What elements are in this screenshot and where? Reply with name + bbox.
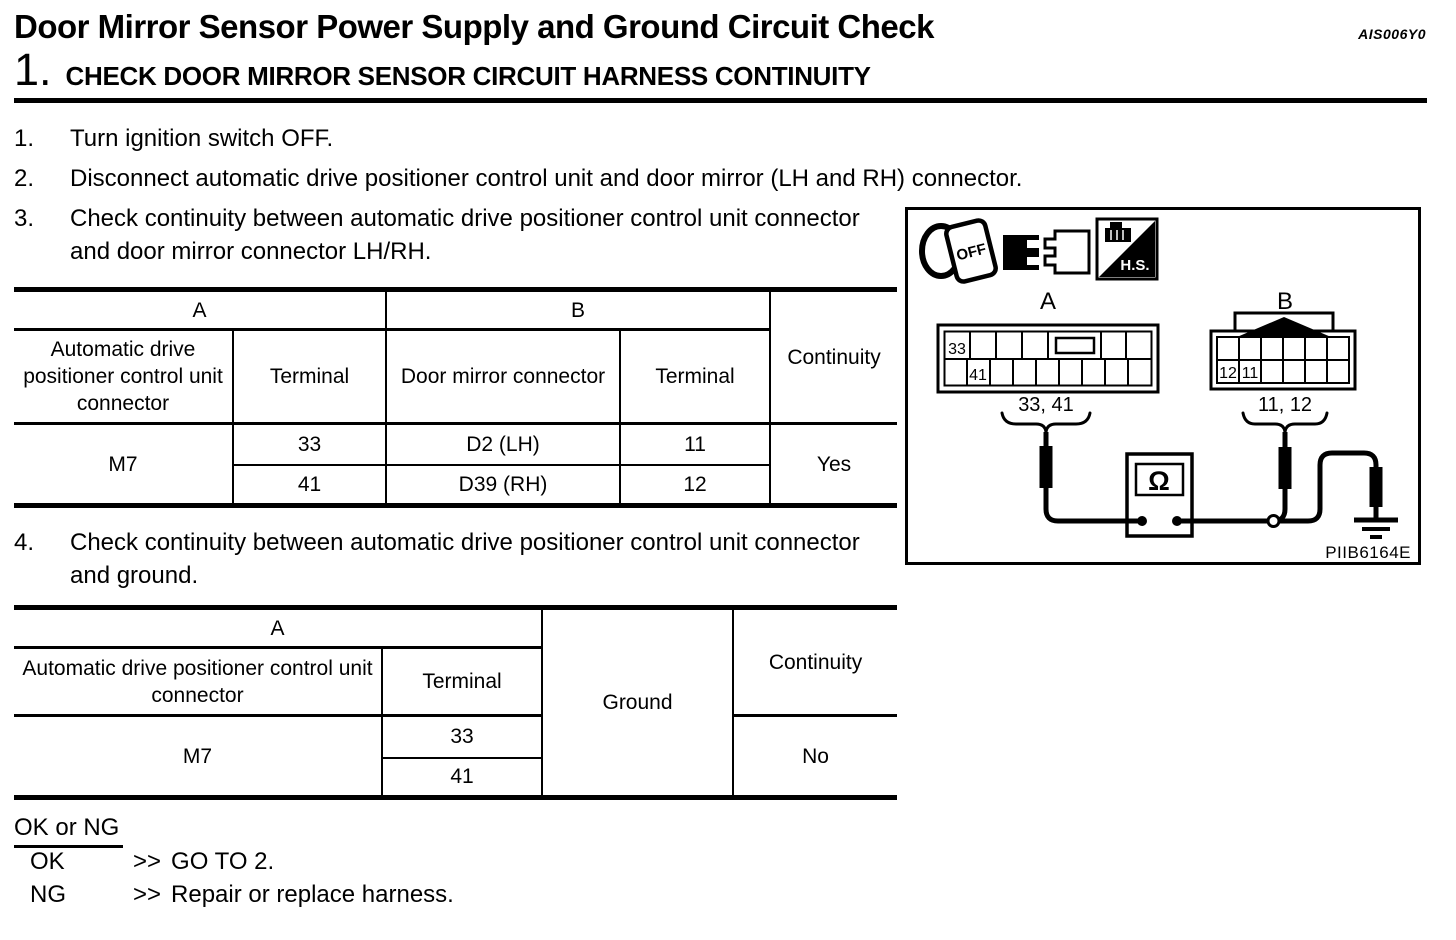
connector-b-pins-label: 11, 12 bbox=[1258, 394, 1312, 416]
connector-b-label: B bbox=[1277, 288, 1293, 315]
connector-a-pin-41: 41 bbox=[969, 367, 987, 384]
continuity-value: Yes bbox=[769, 423, 898, 506]
step-text: Turn ignition switch OFF. bbox=[70, 125, 334, 152]
step-number: 1. bbox=[14, 125, 35, 152]
group-b-header: B bbox=[385, 289, 771, 331]
step-text: Check continuity between automatic drive… bbox=[70, 529, 860, 589]
step-number: 2. bbox=[14, 165, 35, 192]
terminal-b-header: Terminal bbox=[619, 329, 771, 425]
step-heading-title: CHECK DOOR MIRROR SENSOR CIRCUIT HARNESS… bbox=[65, 61, 871, 91]
connector-a-value: M7 bbox=[108, 452, 138, 476]
step-item-4: 4. Check continuity between automatic dr… bbox=[0, 526, 1400, 592]
terminal-a-header: Terminal bbox=[231, 329, 387, 425]
terminal-a-value: 41 bbox=[231, 464, 387, 506]
ground-symbol bbox=[1354, 517, 1398, 539]
meter-terminal-left bbox=[1137, 516, 1147, 526]
terminal-header: Terminal bbox=[380, 647, 543, 717]
step-heading: 1. CHECK DOOR MIRROR SENSOR CIRCUIT HARN… bbox=[14, 44, 871, 96]
outcome-label: OK bbox=[30, 848, 65, 875]
hs-connector-icon: H.S. bbox=[1095, 217, 1159, 281]
step-item-1: 1. Turn ignition switch OFF. bbox=[0, 122, 1400, 155]
continuity-table: A B Continuity Automatic drive positione… bbox=[14, 287, 898, 508]
probe-wire-a bbox=[1043, 432, 1138, 524]
outcome-row-ok: OK >> GO TO 2. bbox=[30, 848, 274, 876]
outcome-row-ng: NG >> Repair or replace harness. bbox=[30, 881, 454, 909]
ohmmeter: Ω bbox=[1125, 452, 1194, 538]
header-rule bbox=[14, 98, 1427, 103]
step-item-3: 3. Check continuity between automatic dr… bbox=[0, 202, 1400, 268]
outcome-action: Repair or replace harness. bbox=[171, 881, 454, 908]
step-item-2: 2. Disconnect automatic drive positioner… bbox=[0, 162, 1400, 195]
test-leads bbox=[1039, 432, 1383, 524]
circuit-check-figure: OFF H.S. A 33 41 33, 41 bbox=[905, 207, 1421, 565]
connector-b-diagram: B 12 11 11, 12 bbox=[1209, 288, 1357, 433]
disconnected-connector-icon bbox=[1003, 229, 1091, 275]
continuity-value: No bbox=[732, 715, 898, 798]
wire-junction bbox=[1266, 514, 1281, 528]
connector-b-pin-11: 11 bbox=[1242, 365, 1259, 382]
connector-a-pins-label: 33, 41 bbox=[1018, 394, 1074, 416]
outcome-label: NG bbox=[30, 881, 66, 908]
terminal-a-value: 33 bbox=[231, 423, 387, 466]
connector-b-header: Door mirror connector bbox=[385, 329, 621, 425]
key-off-label: OFF bbox=[955, 241, 988, 265]
terminal-value: 41 bbox=[380, 757, 543, 798]
meter-terminal-right bbox=[1172, 516, 1182, 526]
connector-a-diagram: A 33 41 33, 41 bbox=[936, 288, 1160, 433]
group-a-header: A bbox=[14, 289, 387, 331]
outcome-arrow: >> bbox=[133, 881, 162, 908]
connector-a-header: Automatic drive positioner control unit … bbox=[14, 647, 382, 717]
continuity-header: Continuity bbox=[732, 607, 898, 717]
continuity-header: Continuity bbox=[769, 289, 898, 425]
connector-a-pin-33: 33 bbox=[948, 341, 966, 358]
step-text: Check continuity between automatic drive… bbox=[70, 205, 860, 265]
connector-b-value: D2 (LH) bbox=[385, 423, 621, 466]
step-number: 4. bbox=[14, 529, 35, 556]
connector-a-label: A bbox=[1040, 288, 1056, 315]
group-a-header: A bbox=[14, 607, 543, 649]
terminal-b-value: 11 bbox=[619, 423, 771, 466]
connector-a-value: M7 bbox=[182, 744, 213, 768]
connector-a-header: Automatic drive positioner control unit … bbox=[14, 329, 233, 425]
step-text: Disconnect automatic drive positioner co… bbox=[70, 165, 1023, 192]
doc-code: AIS006Y0 bbox=[1358, 26, 1426, 42]
ground-table: A Ground Continuity Automatic drive posi… bbox=[14, 605, 898, 800]
terminal-b-value: 12 bbox=[619, 464, 771, 506]
outcome-arrow: >> bbox=[133, 848, 162, 875]
ignition-off-icon: OFF bbox=[919, 218, 998, 284]
step-heading-number: 1. bbox=[14, 44, 52, 95]
connector-b-pin-12: 12 bbox=[1219, 365, 1237, 382]
ground-wire bbox=[1279, 450, 1379, 524]
outcome-action: GO TO 2. bbox=[171, 848, 275, 875]
ohm-symbol: Ω bbox=[1148, 466, 1170, 496]
page-title: Door Mirror Sensor Power Supply and Grou… bbox=[14, 8, 934, 45]
terminal-value: 33 bbox=[380, 715, 543, 759]
hs-label: H.S. bbox=[1120, 257, 1149, 274]
connector-b-value: D39 (RH) bbox=[385, 464, 621, 506]
result-heading: OK or NG bbox=[14, 814, 124, 848]
ground-header: Ground bbox=[541, 607, 734, 798]
figure-code: PIIB6164E bbox=[1325, 543, 1411, 562]
step-number: 3. bbox=[14, 205, 35, 232]
